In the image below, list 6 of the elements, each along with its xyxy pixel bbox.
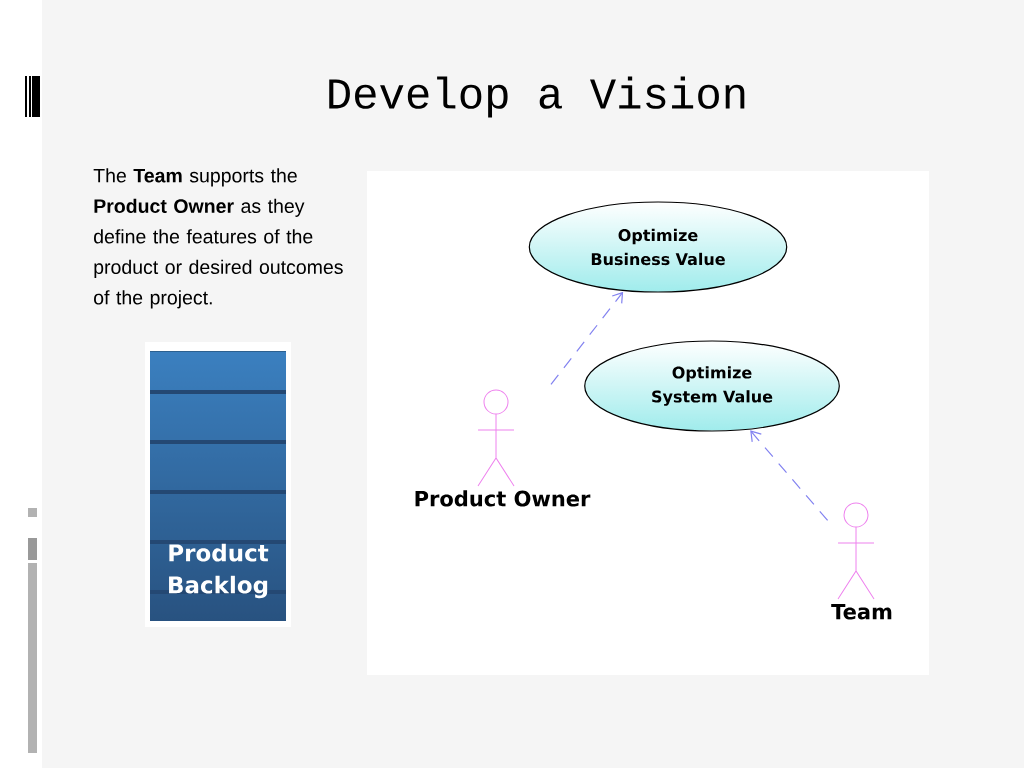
backlog-picture: Product Backlog [145, 342, 291, 627]
body-text: The Team supports the Product Owner as they define the features of the product or desired outcomes of the project. [93, 168, 343, 309]
dependency-arrow [750, 430, 829, 521]
dependency-arrow [550, 291, 624, 386]
actor-figure: Team [831, 502, 892, 620]
slide-title: Develop a Vision [329, 76, 745, 118]
